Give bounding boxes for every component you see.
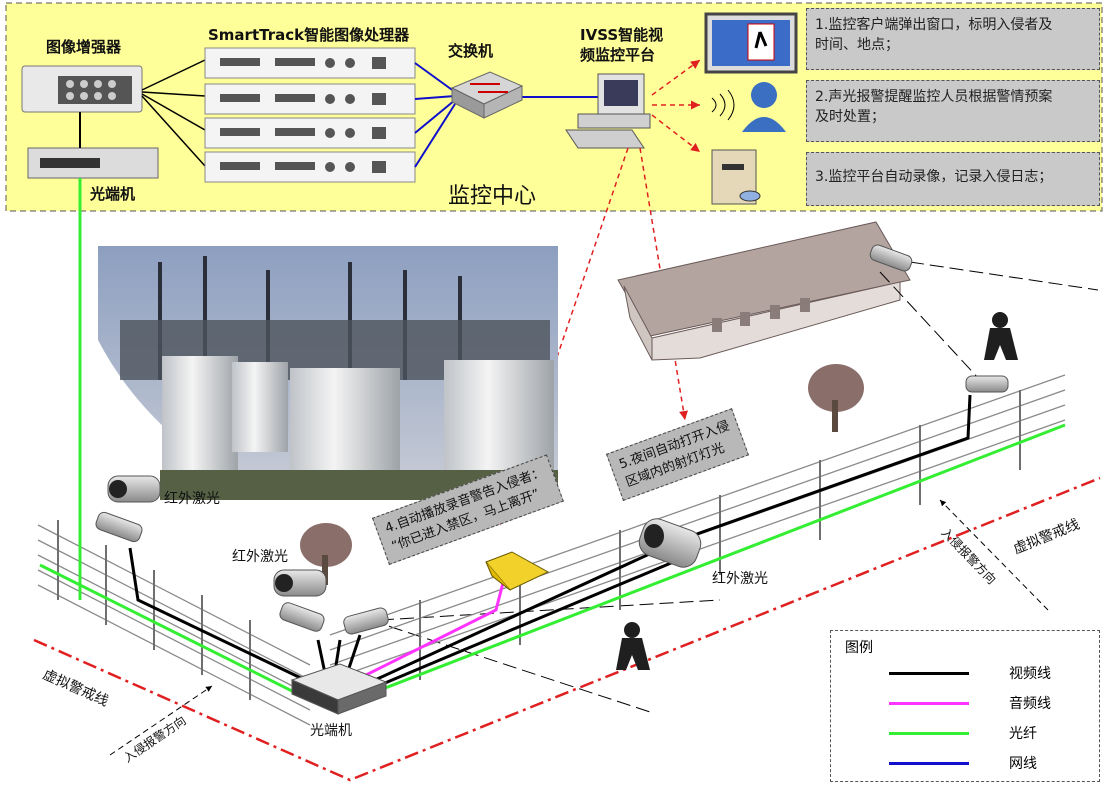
legend: 图例 视频线 音频线 光纤 网线	[830, 630, 1100, 782]
response-step-3: 3.监控平台自动录像，记录入侵日志；	[806, 152, 1100, 206]
ivss-platform-label-line2: 频监控平台	[580, 46, 656, 64]
response-step-2-line1: 2.声光报警提醒监控人员根据警情预案	[815, 89, 1053, 105]
infrared-label-2: 红外激光	[232, 549, 288, 565]
legend-label-video: 视频线	[1009, 666, 1051, 682]
tree-icon	[300, 523, 352, 585]
fiber-lines	[39, 178, 1066, 695]
legend-swatch-fiber	[889, 732, 969, 735]
optical-terminal-rack	[27, 147, 159, 179]
legend-label-audio: 音频线	[1009, 696, 1051, 712]
legend-item-network: 网线	[889, 753, 1089, 773]
audio-line	[359, 574, 507, 680]
field-optical-terminal-label: 光端机	[310, 723, 352, 739]
infrared-camera	[638, 518, 702, 568]
perimeter-fence	[37, 374, 1066, 726]
network-switch	[450, 71, 524, 119]
ivss-workstation	[565, 73, 651, 149]
direction-arrow-left	[109, 685, 213, 756]
switch-label: 交换机	[448, 42, 494, 60]
ptz-camera	[279, 602, 389, 635]
sound-light-alarm-icon	[711, 82, 786, 132]
legend-item-video: 视频线	[889, 663, 1089, 683]
infrared-label-1: 红外激光	[164, 491, 220, 507]
response-step-1-line1: 1.监控客户端弹出窗口，标明入侵者及	[815, 17, 1053, 33]
response-step-1: 1.监控客户端弹出窗口，标明入侵者及 时间、地点；	[806, 8, 1100, 70]
legend-item-fiber: 光纤	[889, 723, 1089, 743]
smarttrack-processors	[204, 47, 416, 183]
direction-arrow-right	[939, 499, 1049, 611]
video-lines	[128, 394, 972, 685]
control-center-title: 监控中心	[448, 184, 537, 209]
legend-swatch-video	[889, 672, 969, 675]
ivss-platform-label-line1: IVSS智能视	[580, 26, 664, 44]
image-enhancer-device	[21, 65, 143, 113]
legend-title: 图例	[845, 640, 873, 656]
infrared-camera	[273, 569, 327, 597]
ptz-camera	[869, 244, 1009, 393]
loudspeaker-icon	[485, 551, 550, 591]
industrial-photo	[98, 246, 558, 500]
smarttrack-processor-label: SmartTrack智能图像处理器	[208, 26, 410, 44]
response-step-2: 2.声光报警提醒监控人员根据警情预案 及时处置；	[806, 80, 1100, 142]
intruder-icon	[616, 622, 650, 670]
response-step-2-line2: 及时处置；	[815, 109, 885, 125]
warehouse-building	[617, 221, 911, 361]
video-cables-enhancer	[141, 59, 206, 167]
client-popup-monitor-icon	[704, 12, 798, 74]
response-step-1-line2: 时间、地点；	[815, 37, 899, 53]
intruder-icon	[984, 312, 1018, 360]
virtual-warning-line	[33, 476, 1101, 782]
legend-label-network: 网线	[1009, 756, 1037, 772]
network-cables	[414, 62, 598, 168]
optical-terminal-label: 光端机	[90, 185, 136, 203]
legend-swatch-audio	[889, 702, 969, 705]
legend-label-fiber: 光纤	[1009, 726, 1037, 742]
infrared-camera	[107, 475, 161, 503]
legend-item-audio: 音频线	[889, 693, 1089, 713]
legend-swatch-network	[889, 762, 969, 765]
response-step-3-line1: 3.监控平台自动录像，记录入侵日志；	[815, 169, 1053, 185]
recording-server-icon	[711, 149, 761, 205]
ptz-camera	[95, 511, 143, 543]
tree-icon	[808, 364, 864, 432]
image-enhancer-label: 图像增强器	[46, 38, 122, 56]
infrared-label-3: 红外激光	[712, 571, 768, 587]
camera-coverage-line	[369, 261, 1099, 713]
field-optical-terminal	[290, 663, 388, 715]
